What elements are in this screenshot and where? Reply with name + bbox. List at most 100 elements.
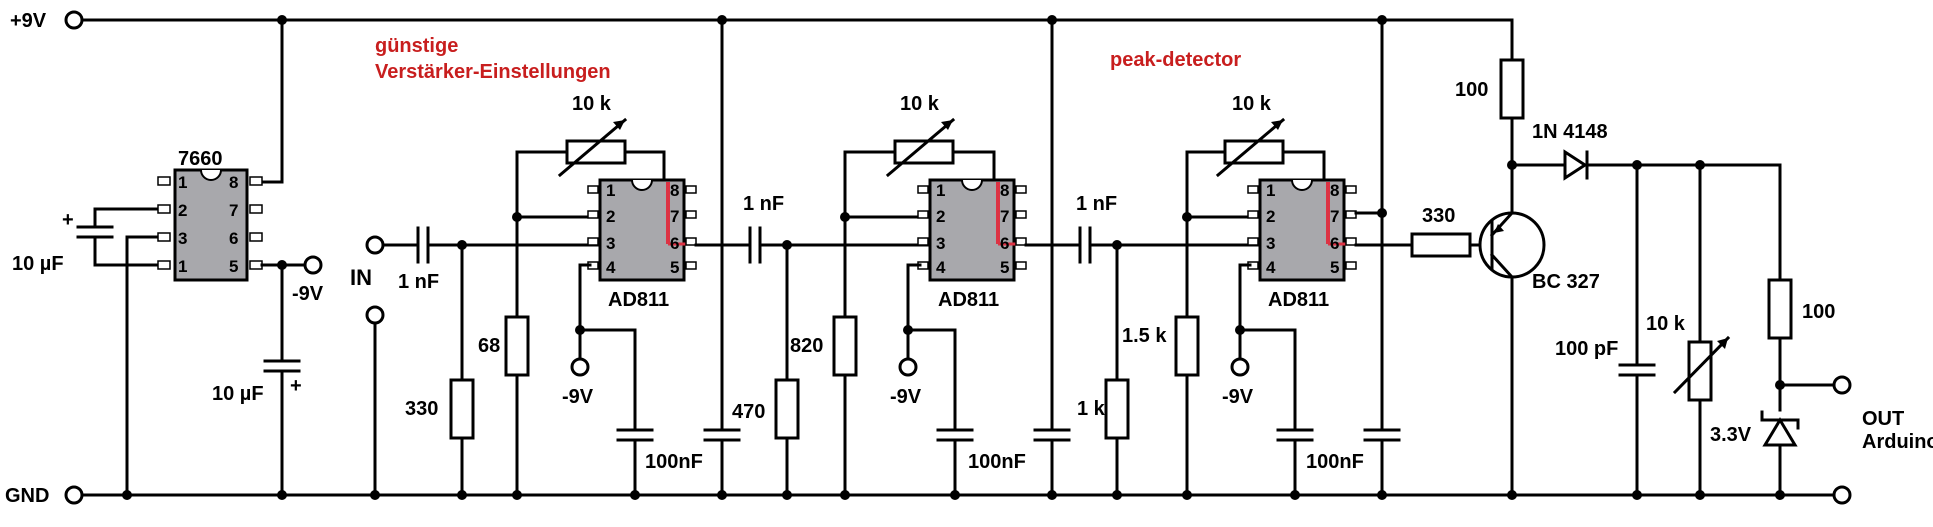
pin-8: 8 — [229, 173, 238, 192]
stage2-neg-terminal[interactable] — [898, 357, 918, 377]
chip-7660-pins-left — [157, 176, 171, 270]
vcc-label: +9V — [10, 10, 47, 32]
s2-pin-5: 5 — [1000, 258, 1009, 277]
gnd-terminal[interactable] — [64, 485, 84, 505]
s3-pin-8: 8 — [1330, 181, 1339, 200]
stage3-neg-label: -9V — [1222, 386, 1254, 408]
out-cap-label: 10 µF — [212, 383, 264, 405]
stage2-neg-label: -9V — [890, 386, 922, 408]
stage1-rail-cap-label: 470 — [732, 401, 765, 423]
input-gnd-terminal[interactable] — [365, 305, 385, 325]
stage2-gain-resistor — [832, 315, 858, 377]
pin-7: 7 — [229, 201, 238, 220]
pin-3: 3 — [178, 229, 187, 248]
s2-pin-7: 7 — [1000, 207, 1009, 226]
stage1-gain-label: 68 — [478, 335, 500, 357]
s3-pin-7: 7 — [1330, 207, 1339, 226]
gain-note-line1: günstige — [375, 35, 458, 57]
s2-pin-1: 1 — [936, 181, 945, 200]
stage1-bias-label: 330 — [405, 398, 438, 420]
discharge-pot-label: 10 k — [1646, 313, 1686, 335]
emitter-resistor-label: 100 — [1455, 79, 1488, 101]
stage1-input-cap-label: 1 nF — [398, 271, 439, 293]
amp-stage-2: 1 nF 470 820 10 k AD811 1 2 3 — [694, 18, 1071, 497]
chip-7660 — [173, 168, 249, 282]
s3-pin-1: 1 — [1266, 181, 1275, 200]
input-label: IN — [350, 265, 372, 290]
s1-pin-6: 6 — [670, 234, 679, 253]
stage3-decouple-label: 100nF — [1306, 451, 1364, 473]
stage1-pins — [587, 185, 697, 270]
neg-supply-terminal[interactable] — [303, 255, 323, 275]
base-resistor-label: 330 — [1422, 205, 1455, 227]
s3-pin-5: 5 — [1330, 258, 1339, 277]
output-resistor — [1767, 278, 1793, 340]
stage3-bias-label: 1 k — [1077, 398, 1106, 420]
s2-pin-3: 3 — [936, 234, 945, 253]
gnd-right-terminal[interactable] — [1832, 485, 1852, 505]
neg-supply-label: -9V — [292, 283, 324, 305]
pin-6: 6 — [229, 229, 238, 248]
stage3-opamp-name: AD811 — [1268, 289, 1329, 311]
stage2-bias-resistor — [774, 378, 800, 440]
output-label-2: Arduino — [1862, 431, 1933, 453]
stage3-neg-terminal[interactable] — [1230, 357, 1250, 377]
signal-diode — [1563, 149, 1588, 181]
zener-label: 3.3V — [1710, 424, 1752, 446]
stage2-gain-label: 820 — [790, 335, 823, 357]
amp-stage-3: 1 nF 1 k 1.5 k 10 k AD811 1 2 3 — [1024, 18, 1401, 497]
s1-pin-5: 5 — [670, 258, 679, 277]
pin-5: 5 — [229, 257, 238, 276]
s2-pin-2: 2 — [936, 207, 945, 226]
gnd-label: GND — [5, 485, 49, 507]
stage3-gain-label: 1.5 k — [1122, 325, 1167, 347]
input-terminal[interactable] — [365, 235, 385, 255]
pump-cap-label: 10 µF — [12, 253, 64, 275]
s1-pin-4: 4 — [606, 258, 616, 277]
s3-pin-3: 3 — [1266, 234, 1275, 253]
output-resistor-label: 100 — [1802, 301, 1835, 323]
stage2-decouple-label: 100nF — [968, 451, 1026, 473]
peak-detector: 330 BC 327 100 1N 4148 100 pF — [1354, 18, 1933, 497]
base-resistor — [1410, 232, 1472, 258]
voltage-inverter-7660: 7660 1 2 3 1 8 7 6 5 + 10 µF — [12, 18, 324, 497]
stage2-coupling-cap-label: 1 nF — [743, 193, 784, 215]
s1-pin-7: 7 — [670, 207, 679, 226]
s1-pin-2: 2 — [606, 207, 615, 226]
input-section: IN — [350, 235, 385, 497]
chip-7660-pins-right — [249, 176, 263, 270]
pump-cap-plus: + — [62, 209, 74, 231]
output-terminal[interactable] — [1832, 375, 1852, 395]
transistor-label: BC 327 — [1532, 271, 1600, 293]
gain-note-line2: Verstärker-Einstellungen — [375, 61, 611, 83]
annotations: günstige Verstärker-Einstellungen peak-d… — [375, 35, 1241, 83]
amp-stage-1: 1 nF 330 68 10 k AD811 — [381, 18, 765, 497]
stage1-gain-resistor — [504, 315, 530, 377]
s2-pin-4: 4 — [936, 258, 946, 277]
s1-pin-1: 1 — [606, 181, 615, 200]
s2-pin-6: 6 — [1000, 234, 1009, 253]
stage3-bias-resistor — [1104, 378, 1130, 440]
s2-pin-8: 8 — [1000, 181, 1009, 200]
zener-diode — [1762, 417, 1798, 447]
stage1-decouple-label: 100nF — [645, 451, 703, 473]
stage1-neg-terminal[interactable] — [570, 357, 590, 377]
output-label-1: OUT — [1862, 408, 1904, 430]
vcc-terminal[interactable] — [64, 10, 84, 30]
stage1-bias-resistor — [449, 378, 475, 440]
peak-detector-note: peak-detector — [1110, 49, 1241, 71]
stage1-pot-label: 10 k — [572, 93, 612, 115]
stage3-pot-label: 10 k — [1232, 93, 1272, 115]
pin-4: 1 — [178, 257, 187, 276]
pin-2: 2 — [178, 201, 187, 220]
hold-cap-label: 100 pF — [1555, 338, 1618, 360]
s3-pin-6: 6 — [1330, 234, 1339, 253]
s3-pin-4: 4 — [1266, 258, 1276, 277]
stage3-gain-resistor — [1174, 315, 1200, 377]
emitter-resistor — [1499, 58, 1525, 120]
stage2-pins — [917, 185, 1027, 270]
stage2-pot-label: 10 k — [900, 93, 940, 115]
stage1-opamp-name: AD811 — [608, 289, 669, 311]
pin-1: 1 — [178, 173, 187, 192]
